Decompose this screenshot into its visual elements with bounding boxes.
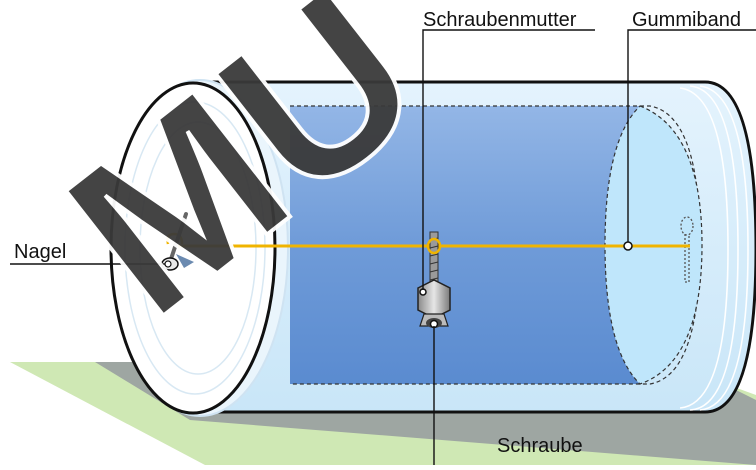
nail-anchor-dot (164, 260, 172, 268)
left-lid (109, 81, 277, 415)
can-inner-outline (290, 105, 701, 385)
label-nail: Nagel (14, 241, 66, 263)
rubber-band-loop-left (166, 232, 184, 245)
leader-lines (10, 29, 756, 465)
screw-rod-icon (426, 231, 442, 291)
label-rubber-band: Gummiband (632, 9, 741, 31)
label-screw: Schraube (497, 435, 583, 457)
right-screw-outline (680, 216, 694, 283)
hex-nut-icon (417, 279, 451, 329)
left-lid-grooves (124, 101, 266, 395)
can-rim-rings (679, 85, 749, 411)
label-nut: Schraubenmutter (423, 9, 577, 31)
band-anchor-dot (623, 241, 633, 251)
